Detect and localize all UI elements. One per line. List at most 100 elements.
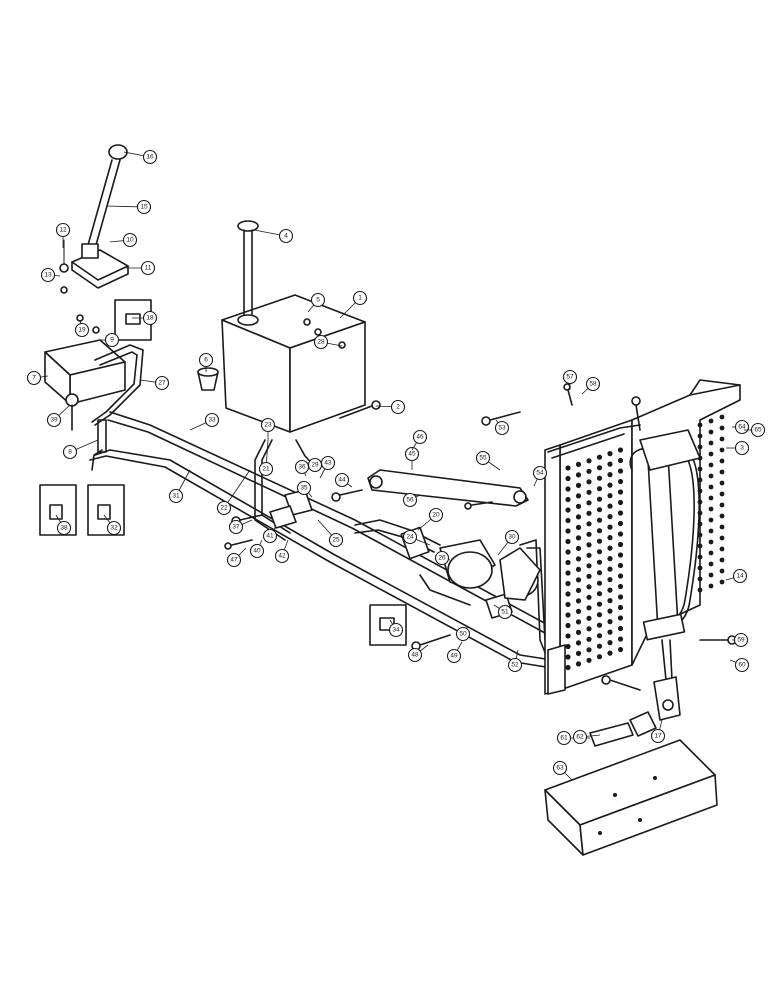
breather-cap: [197, 367, 219, 391]
cooler-hole: [719, 579, 725, 585]
cooler-hole: [617, 478, 624, 485]
callout-number: 46: [416, 434, 424, 441]
cooler-hole: [708, 539, 714, 545]
cooler-hole: [697, 587, 703, 593]
cooler-hole: [596, 486, 603, 492]
cooler-hole: [617, 510, 624, 516]
cooler-hole: [565, 612, 571, 618]
callout-number: 31: [172, 493, 180, 500]
cooler-hole: [565, 507, 571, 513]
callout-16: 16: [123, 149, 158, 165]
callout-number: 2: [396, 404, 400, 411]
cooler-hole: [708, 418, 714, 424]
cooler-hole: [575, 577, 582, 583]
cooler-hole: [565, 465, 571, 471]
callout-9: 9: [98, 332, 120, 348]
callout-circle: [402, 492, 418, 508]
cooler-hole: [697, 543, 703, 549]
cooler-hole: [719, 480, 725, 486]
callout-13: 13: [40, 267, 61, 283]
cooler-hole: [586, 552, 592, 558]
callout-number: 38: [60, 525, 68, 532]
callout-circle: [140, 260, 156, 276]
cooler-hole: [697, 444, 703, 450]
cooler-hole: [565, 538, 571, 545]
cooler-hole: [575, 629, 582, 636]
cooler-hole: [607, 598, 613, 604]
cooler-hole: [719, 436, 725, 442]
cooler-hole: [596, 528, 603, 534]
cooler-hole: [607, 545, 613, 551]
hydraulic-cylinder: [629, 429, 701, 721]
callout-44: 44: [334, 472, 353, 488]
callout-1: 1: [339, 290, 368, 319]
callout-number: 55: [479, 455, 487, 462]
callout-58: 58: [581, 376, 601, 395]
cooler-hole: [708, 550, 714, 556]
cooler-hole: [575, 661, 582, 667]
callout-24: 24: [402, 529, 431, 546]
cooler-hole: [596, 633, 603, 639]
cooler-hole: [617, 636, 624, 642]
callout-5: 5: [307, 292, 326, 313]
callout-number: 41: [266, 533, 274, 540]
callout-number: 15: [140, 204, 148, 211]
mounting-bracket: [544, 739, 718, 856]
cooler-hole: [596, 475, 603, 481]
cooler-hole: [596, 559, 603, 565]
cooler-hole: [719, 458, 725, 464]
cooler-hole: [719, 502, 725, 508]
callout-number: 16: [146, 154, 154, 161]
cooler-hole: [617, 541, 624, 548]
callout-circle: [497, 604, 513, 620]
callout-25: 25: [317, 519, 344, 548]
cooler-hole: [617, 562, 624, 569]
cooler-hole: [586, 594, 592, 600]
callout-14: 14: [725, 568, 748, 584]
cooler-hole: [575, 556, 582, 562]
callout-circle: [650, 728, 666, 744]
callout-60: 60: [729, 657, 750, 673]
callout-number: 39: [50, 417, 58, 424]
callout-15: 15: [105, 199, 152, 215]
cooler-hole: [708, 517, 714, 523]
callout-number: 9: [110, 337, 114, 344]
cooler-hole: [586, 647, 592, 653]
cooler-hole: [596, 654, 603, 660]
callout-3: 3: [726, 440, 750, 456]
cooler-hole: [575, 608, 582, 615]
oil-cooler-radiator: [544, 379, 741, 695]
callout-circle: [562, 369, 578, 385]
callout-leader: [223, 469, 251, 509]
cooler-hole: [575, 587, 582, 594]
cooler-hole: [607, 535, 613, 541]
cooler-hole: [596, 517, 603, 523]
callout-circle: [56, 520, 72, 536]
callout-circle: [320, 455, 336, 471]
cooler-hole: [596, 570, 603, 576]
callout-number: 64: [738, 424, 746, 431]
cooler-hole: [565, 549, 571, 555]
cooler-hole: [586, 626, 592, 632]
callout-number: 32: [110, 525, 118, 532]
callout-52: 52: [507, 649, 523, 673]
cooler-hole: [607, 608, 613, 614]
callout-circle: [296, 480, 312, 496]
callout-63: 63: [552, 760, 573, 781]
cooler-hole: [586, 531, 592, 537]
callout-circle: [313, 334, 329, 350]
callout-number: 49: [450, 653, 458, 660]
cooler-hole: [607, 472, 613, 478]
cooler-hole: [565, 559, 571, 566]
cooler-holes: [565, 414, 725, 671]
callout-circle: [55, 222, 71, 238]
cooler-hole: [565, 570, 571, 576]
callout-number: 63: [556, 765, 564, 772]
callout-number: 58: [589, 381, 597, 388]
cooler-hole: [565, 591, 571, 597]
cooler-hole: [697, 433, 703, 439]
callout-39: 39: [46, 404, 71, 428]
callout-32: 32: [103, 514, 122, 536]
cooler-hole: [708, 440, 714, 446]
